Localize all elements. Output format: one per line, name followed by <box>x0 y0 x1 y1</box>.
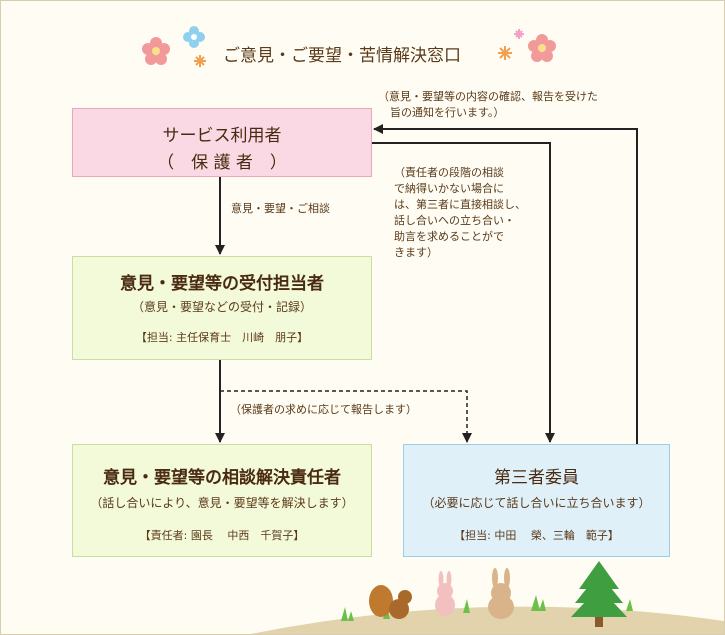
responsible-person: 【責任者: 園長 中西 千賀子】 <box>139 529 305 542</box>
third-party-title: 第三者委員 <box>494 468 579 488</box>
arrow-user-to-third-party <box>372 142 555 443</box>
report-note: （保護者の求めに応じて報告します） <box>230 403 417 416</box>
direct-consult-note: （責任者の段階の相談 で納得いかない場合に は、第三者に直接相談し、 話し合いへ… <box>394 165 526 261</box>
third-party-subtitle: （必要に応じて話し合いに立ち合います） <box>422 496 651 510</box>
responsible-subtitle: （話し合いにより、意見・要望等を解決します） <box>90 496 354 510</box>
responsible-title: 意見・要望等の相談解決責任者 <box>103 468 341 488</box>
ground-decoration <box>250 561 724 634</box>
service-user-label: サービス利用者 <box>162 126 282 146</box>
direct-consult-line: 助言を求めることがで <box>394 230 504 243</box>
direct-consult-line: で納得いかない場合に <box>394 182 504 195</box>
receiver-subtitle: （意見・要望などの受付・記録） <box>131 300 312 314</box>
diagram-title: ご意見・ご要望・苦情解決窓口 <box>223 46 461 66</box>
receiver-box: 意見・要望等の受付担当者 （意見・要望などの受付・記録） 【担当: 主任保育士 … <box>72 256 372 360</box>
responsible-box: 意見・要望等の相談解決責任者 （話し合いにより、意見・要望等を解決します） 【責… <box>72 444 372 557</box>
pink-sparkle-icon <box>514 29 524 39</box>
orange-sparkle-icon <box>498 46 512 60</box>
tree-icon <box>571 561 627 627</box>
receiver-person: 【担当: 主任保育士 川崎 朋子】 <box>135 331 309 344</box>
direct-consult-line: きます） <box>394 246 438 259</box>
dashed-arrow-to-third-party <box>220 390 472 443</box>
flower-decorations <box>142 26 556 67</box>
blue-flower-icon <box>183 26 205 48</box>
pink-flower-icon <box>142 37 170 65</box>
notification-note-line: （意見・要望等の内容の確認、報告を受けた <box>378 90 598 103</box>
squirrel-icon <box>369 585 412 619</box>
rabbit-icon <box>435 571 455 616</box>
consult-note: 意見・要望・ご相談 <box>231 202 330 215</box>
third-party-box: 第三者委員 （必要に応じて話し合いに立ち合います） 【担当: 中田 榮、三輪 範… <box>403 444 670 557</box>
orange-sparkle-icon <box>194 55 206 67</box>
ground-mound <box>250 606 724 634</box>
receiver-title: 意見・要望等の受付担当者 <box>120 274 324 294</box>
notification-note: （意見・要望等の内容の確認、報告を受けた 旨の通知を行います。） <box>378 89 598 121</box>
pink-flower-icon <box>528 34 556 62</box>
direct-consult-line: 話し合いへの立ち合い・ <box>394 214 515 227</box>
third-party-person: 【担当: 中田 榮、三輪 範子】 <box>454 529 619 542</box>
guardian-label: （ 保 護 者 ） <box>157 153 287 173</box>
notification-note-line: 旨の通知を行います。） <box>390 106 505 119</box>
direct-consult-line: は、第三者に直接相談し、 <box>394 198 526 211</box>
service-user-box: サービス利用者 （ 保 護 者 ） <box>72 108 372 177</box>
direct-consult-line: （責任者の段階の相談 <box>394 166 504 179</box>
rabbit-icon <box>488 568 514 619</box>
arrow-third-party-to-user <box>373 124 638 444</box>
